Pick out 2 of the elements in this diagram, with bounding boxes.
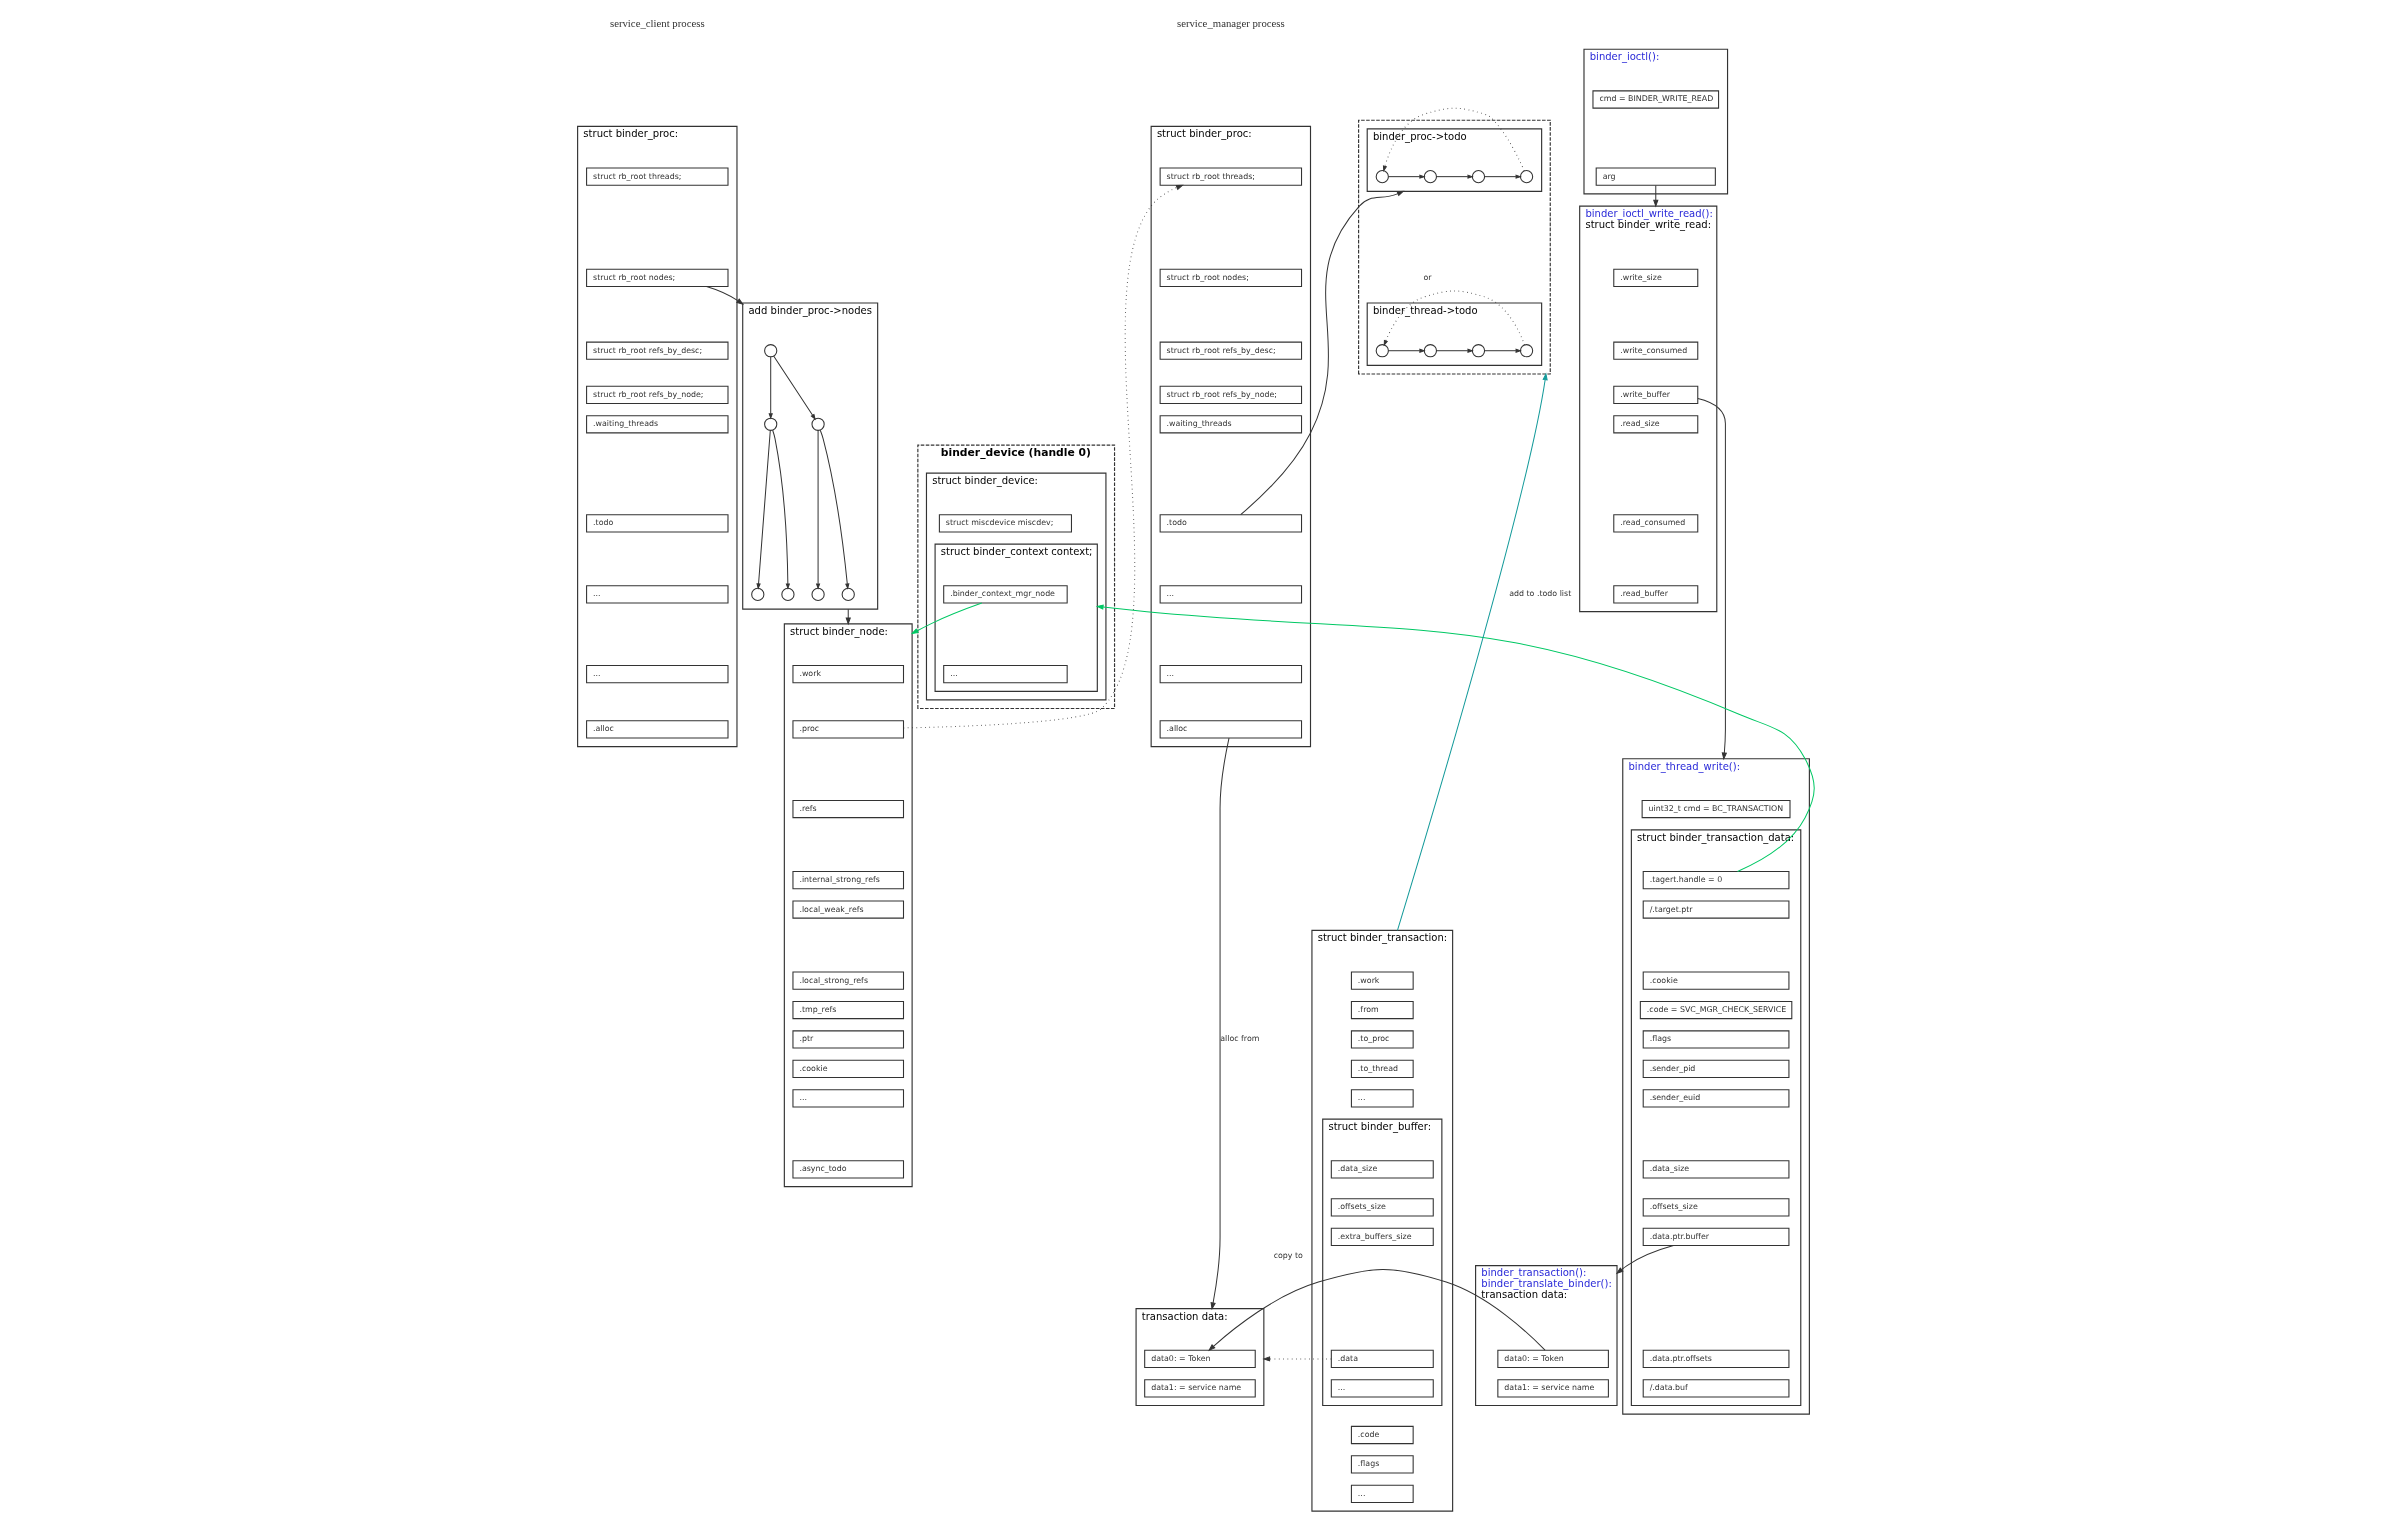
label: service_client process [609, 16, 705, 29]
label: service_manager process [1176, 16, 1285, 29]
